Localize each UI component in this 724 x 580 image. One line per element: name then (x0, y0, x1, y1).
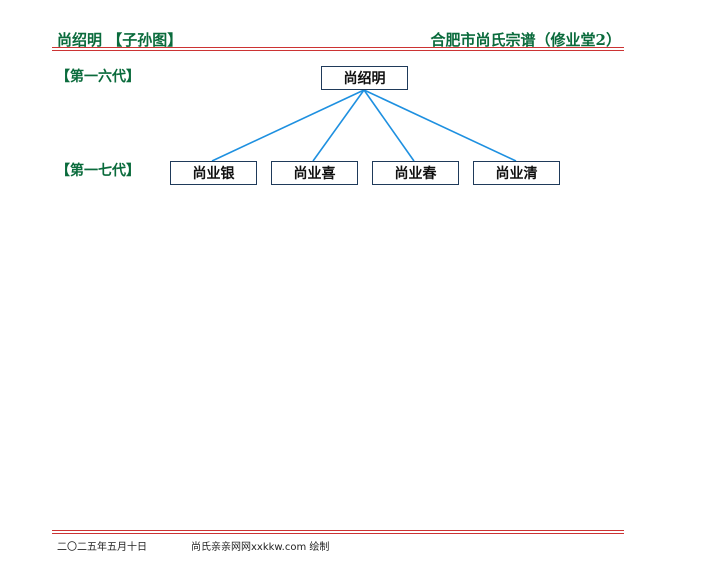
footer-date: 二〇二五年五月十日 (57, 542, 147, 553)
footer-divider-bottom (52, 533, 624, 534)
tree-node-child-4[interactable]: 尚业清 (473, 161, 560, 185)
tree-node-child-1[interactable]: 尚业银 (170, 161, 257, 185)
generation-label-16: 【第一六代】 (56, 69, 140, 85)
genealogy-title: 合肥市尚氏宗谱（修业堂2） (430, 31, 621, 49)
tree-node-child-2[interactable]: 尚业喜 (271, 161, 358, 185)
header-divider-top (52, 47, 624, 48)
footer-divider-top (52, 530, 624, 531)
tree-node-child-3[interactable]: 尚业春 (372, 161, 459, 185)
connector-line-1 (211, 89, 365, 162)
page-title: 尚绍明 【子孙图】 (57, 31, 183, 49)
header-divider-bottom (52, 50, 624, 51)
connector-line-3 (363, 89, 415, 162)
footer-credit: 尚氏亲亲网网xxkkw.com 绘制 (191, 542, 330, 553)
tree-node-root[interactable]: 尚绍明 (321, 66, 408, 90)
generation-label-17: 【第一七代】 (56, 163, 140, 179)
connector-line-2 (312, 89, 365, 162)
connector-line-4 (363, 89, 517, 162)
